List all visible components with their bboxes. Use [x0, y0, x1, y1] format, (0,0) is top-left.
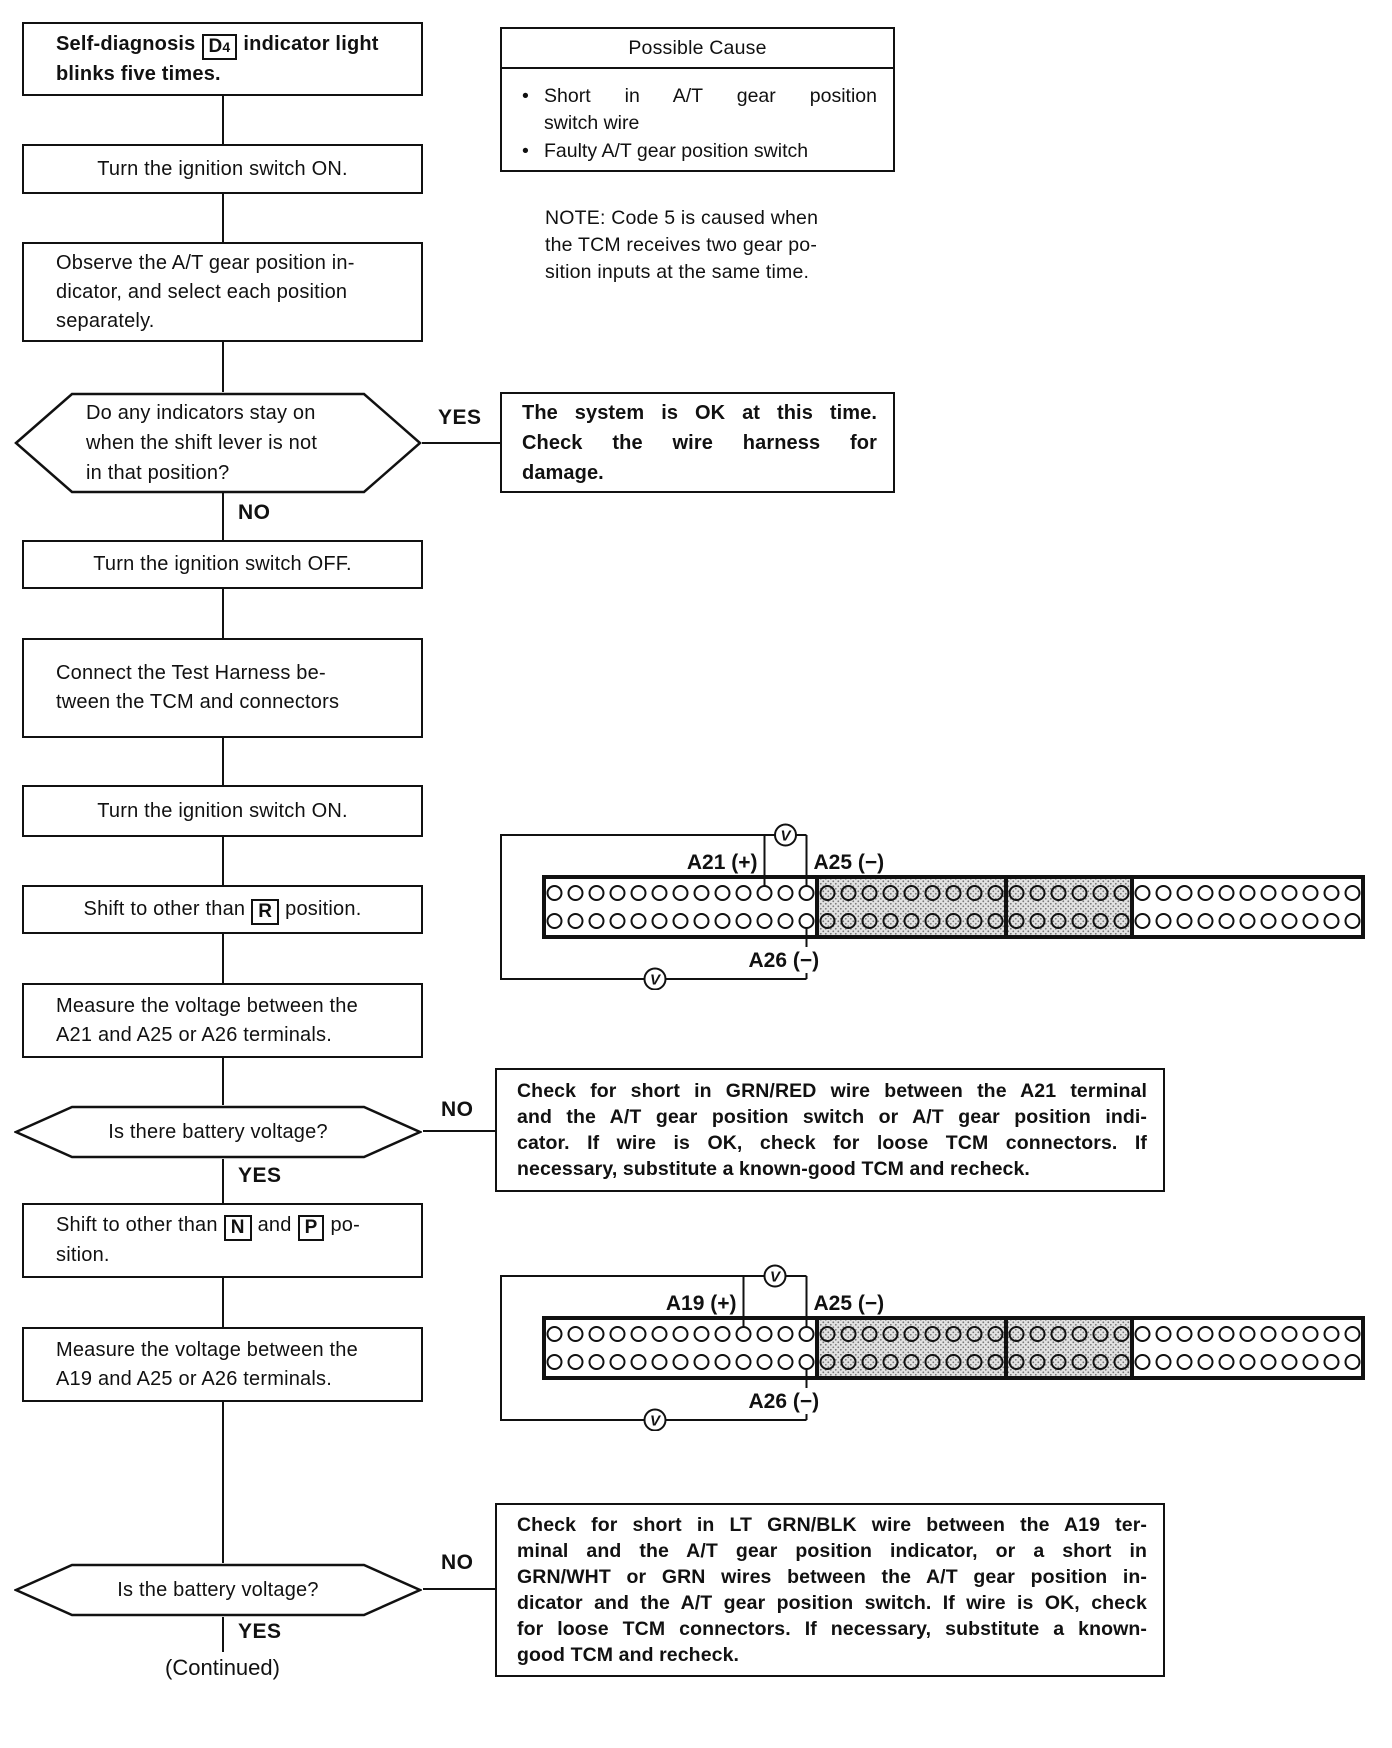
connector-line: [222, 1402, 224, 1563]
result-system-ok: The system is OK at this time.Check the …: [500, 392, 895, 493]
svg-text:V: V: [650, 972, 662, 989]
connector-diagram-a19: A19 (+) A25 (−) A26 (−) V V: [500, 1264, 1365, 1431]
start-box-line2: blinks five times.: [56, 62, 221, 85]
decision-battery-voltage-2-text: Is the battery voltage?: [14, 1563, 422, 1617]
decision-battery-voltage-2: Is the battery voltage?: [14, 1563, 422, 1617]
connector-line: [222, 194, 224, 242]
possible-cause-item: • Faulty A/T gear position switch: [522, 138, 877, 165]
decision-battery-voltage-1: Is there battery voltage?: [14, 1105, 422, 1159]
shift-r-post: position.: [285, 897, 362, 920]
svg-text:V: V: [770, 1269, 782, 1286]
svg-text:V: V: [650, 1413, 662, 1430]
decision-battery-voltage-2-line: Is the battery voltage?: [117, 1579, 319, 1601]
decision-hexagon-shape: [14, 1105, 422, 1159]
shift-np-pre: Shift to other than: [56, 1214, 218, 1236]
step-ignition-on-1-text: Turn the ignition switch ON.: [97, 157, 348, 180]
svg-text:A26 (−): A26 (−): [749, 949, 820, 972]
step-ignition-on-2: Turn the ignition switch ON.: [22, 785, 423, 837]
decision-hexagon-shape: [14, 1563, 422, 1617]
branch-label-no: NO: [441, 1098, 474, 1121]
shift-np-mid: and: [257, 1214, 292, 1236]
possible-cause-title: Possible Cause: [502, 29, 893, 69]
shift-np-tail: po-: [330, 1214, 360, 1236]
result-short-grn-red-text: Check for short in GRN/RED wire between …: [517, 1080, 1147, 1180]
decision-hexagon-shape: [14, 392, 422, 494]
svg-text:A25 (−): A25 (−): [814, 1292, 885, 1315]
step-ignition-off: Turn the ignition switch OFF.: [22, 540, 423, 589]
result-short-grn-red: Check for short in GRN/RED wire between …: [495, 1068, 1165, 1192]
step-connect-test-harness: Connect the Test Harness be-tween the TC…: [22, 638, 423, 738]
connector-line: [222, 589, 224, 638]
bullet-icon: •: [522, 140, 529, 162]
connector-line: [222, 1058, 224, 1105]
start-text-pre: Self-diagnosis: [56, 32, 196, 55]
step-connect-test-harness-text: Connect the Test Harness be-tween the TC…: [56, 662, 340, 713]
connector-line: [222, 1278, 224, 1327]
step-ignition-on-1: Turn the ignition switch ON.: [22, 144, 423, 194]
branch-line-no: [423, 1588, 495, 1590]
connector-line: [222, 1617, 224, 1652]
branch-line-yes: [422, 442, 500, 444]
possible-cause-item-text: Faulty A/T gear position switch: [544, 140, 809, 162]
branch-label-no: NO: [238, 501, 271, 524]
branch-label-yes: YES: [438, 406, 482, 429]
shift-r-pre: Shift to other than: [83, 897, 246, 920]
step-ignition-off-text: Turn the ignition switch OFF.: [93, 553, 352, 575]
svg-text:V: V: [780, 828, 792, 845]
step-ignition-on-2-text: Turn the ignition switch ON.: [97, 799, 348, 822]
svg-text:A21 (+): A21 (+): [687, 851, 758, 874]
branch-label-yes: YES: [238, 1620, 282, 1643]
connector-line: [222, 1159, 224, 1203]
branch-label-no: NO: [441, 1551, 474, 1574]
n-position-keybox: N: [223, 1215, 252, 1241]
result-short-lt-grn-blk: Check for short in LT GRN/BLK wire betwe…: [495, 1503, 1165, 1677]
step-shift-not-n-p-line2: sition.: [56, 1244, 110, 1266]
continued-label: (Continued): [165, 1655, 280, 1680]
connector-line: [222, 934, 224, 983]
branch-line-no: [423, 1130, 495, 1132]
r-position-keybox: R: [251, 898, 280, 925]
start-text-post: indicator light: [243, 32, 379, 55]
possible-cause-box: Possible Cause • Short in A/T gear posit…: [500, 27, 895, 172]
d4-subscript: 4: [222, 38, 231, 55]
d4-letter: D: [208, 35, 223, 57]
decision-battery-voltage-1-line: Is there battery voltage?: [108, 1121, 328, 1143]
result-system-ok-text: The system is OK at this time.Check the …: [522, 401, 877, 484]
step-observe-indicator-text: Observe the A/T gear position in-dicator…: [56, 251, 355, 332]
bullet-icon: •: [522, 85, 529, 107]
step-observe-indicator: Observe the A/T gear position in-dicator…: [22, 242, 423, 342]
d4-indicator-keybox: D4: [201, 33, 238, 60]
svg-text:A25 (−): A25 (−): [814, 851, 885, 874]
result-short-lt-grn-blk-text: Check for short in LT GRN/BLK wire betwe…: [517, 1514, 1147, 1666]
connector-line: [222, 493, 224, 540]
connector-line: [222, 342, 224, 392]
svg-text:A19 (+): A19 (+): [666, 1292, 737, 1315]
connector-line: [222, 738, 224, 785]
svg-text:A26 (−): A26 (−): [749, 1390, 820, 1413]
connector-line: [222, 837, 224, 885]
connector-diagram-a21: A21 (+) A25 (−) A26 (−) V V: [500, 823, 1365, 990]
branch-label-yes: YES: [238, 1164, 282, 1187]
p-position-keybox: P: [297, 1215, 325, 1241]
connector-line: [222, 96, 224, 144]
decision-battery-voltage-1-text: Is there battery voltage?: [14, 1105, 422, 1159]
